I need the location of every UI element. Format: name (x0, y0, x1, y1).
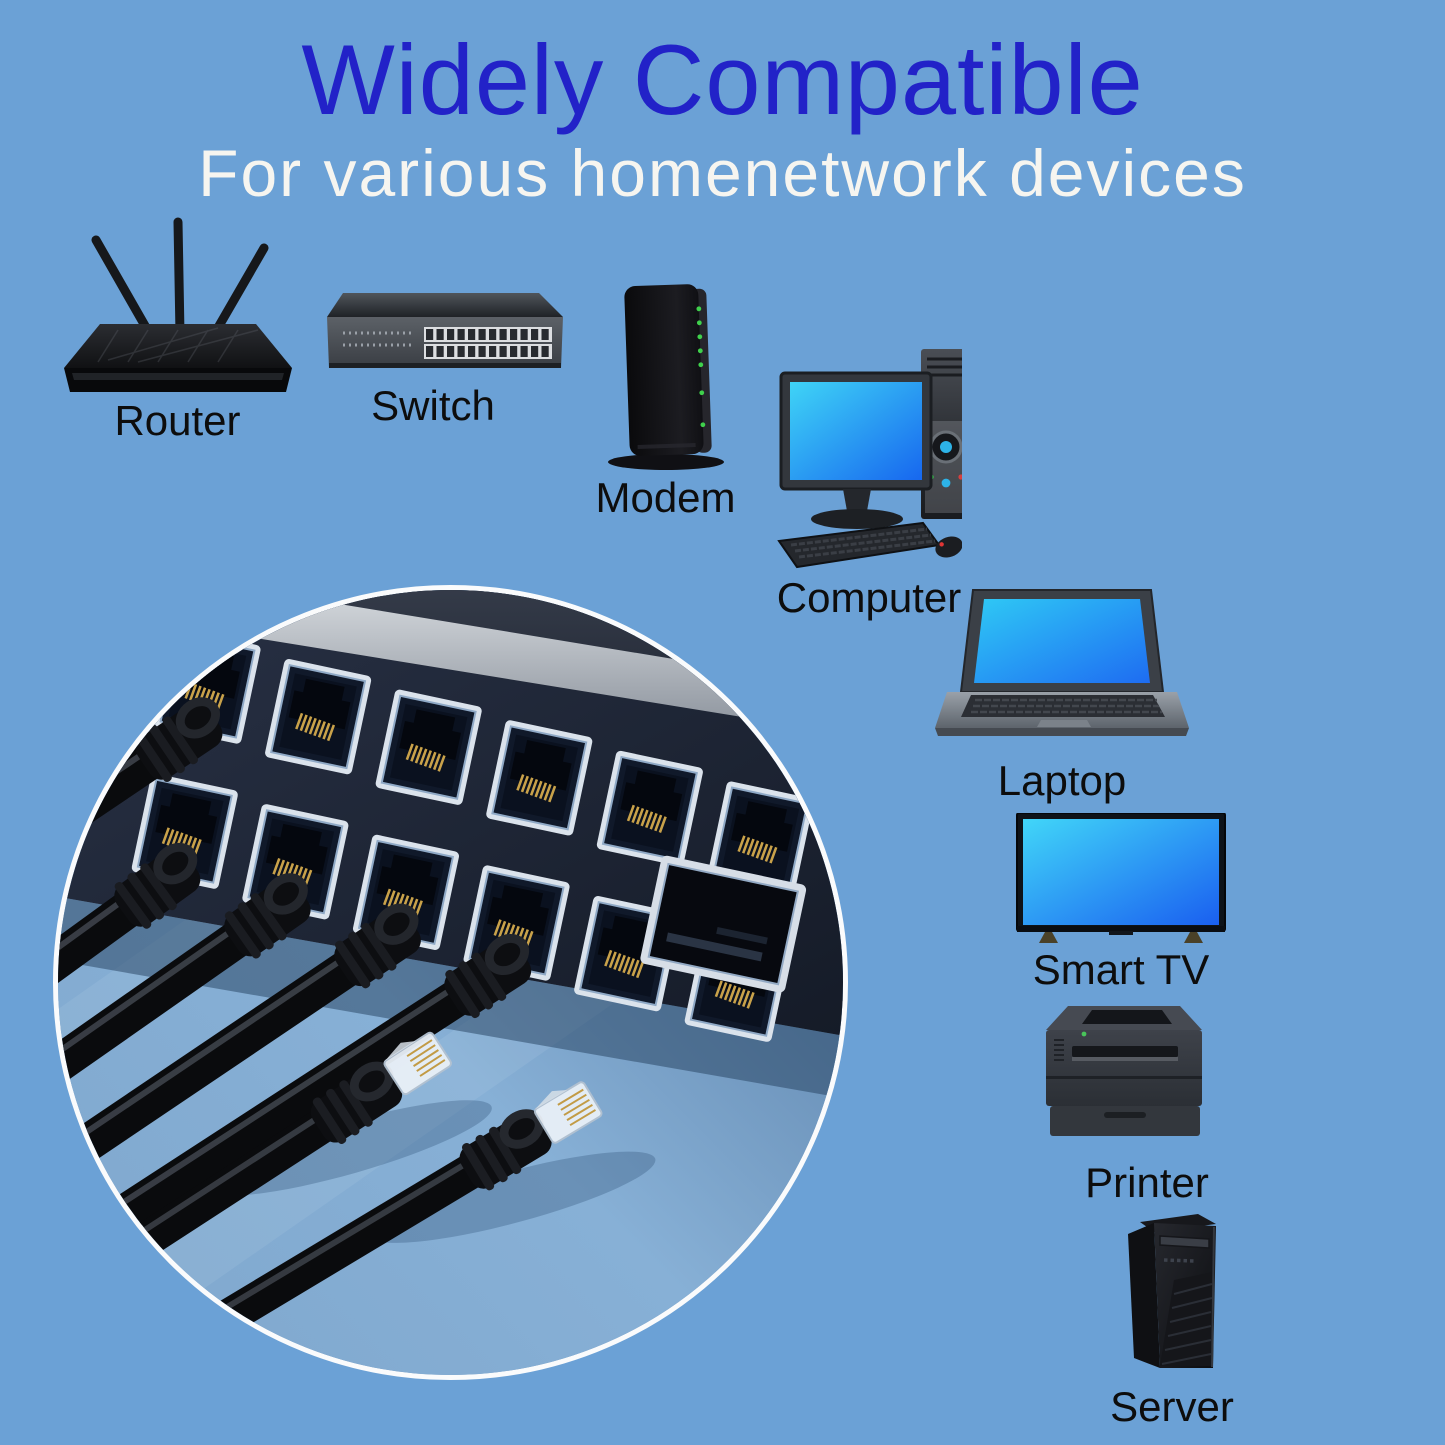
device-laptop: Laptop (933, 586, 1191, 802)
page-subtitle: For various homenetwork devices (198, 135, 1247, 210)
router-icon (63, 217, 292, 392)
device-router: Router (55, 212, 300, 442)
modem-icon (607, 284, 724, 470)
mouse-part (934, 536, 962, 558)
keyboard-part (776, 521, 941, 569)
computer-label: Computer (776, 574, 962, 621)
computer-icon (776, 349, 962, 569)
laptop-label: Laptop (997, 757, 1127, 804)
device-printer: Printer (1033, 1000, 1213, 1204)
router-label: Router (114, 397, 241, 444)
device-server: Server (1102, 1210, 1242, 1428)
ethernet-ports-cables-image (58, 590, 843, 1375)
device-smart-tv: Smart TV (1014, 813, 1228, 991)
server-icon (1128, 1214, 1216, 1368)
device-switch: Switch (318, 288, 568, 427)
printer-icon (1046, 1006, 1202, 1136)
printer-label: Printer (1085, 1159, 1209, 1206)
smart-tv-label: Smart TV (1032, 946, 1210, 993)
cable-closeup-photo (53, 585, 848, 1380)
server-label: Server (1110, 1383, 1234, 1430)
device-modem: Modem (588, 276, 743, 519)
page-title: Widely Compatible (301, 24, 1144, 135)
header: Widely Compatible For various homenetwor… (0, 24, 1445, 211)
device-computer: Computer (775, 343, 963, 619)
smart-tv-icon (1016, 813, 1226, 943)
switch-label: Switch (371, 382, 495, 429)
laptop-icon (934, 589, 1189, 736)
modem-label: Modem (595, 474, 736, 521)
switch-icon (326, 293, 563, 368)
